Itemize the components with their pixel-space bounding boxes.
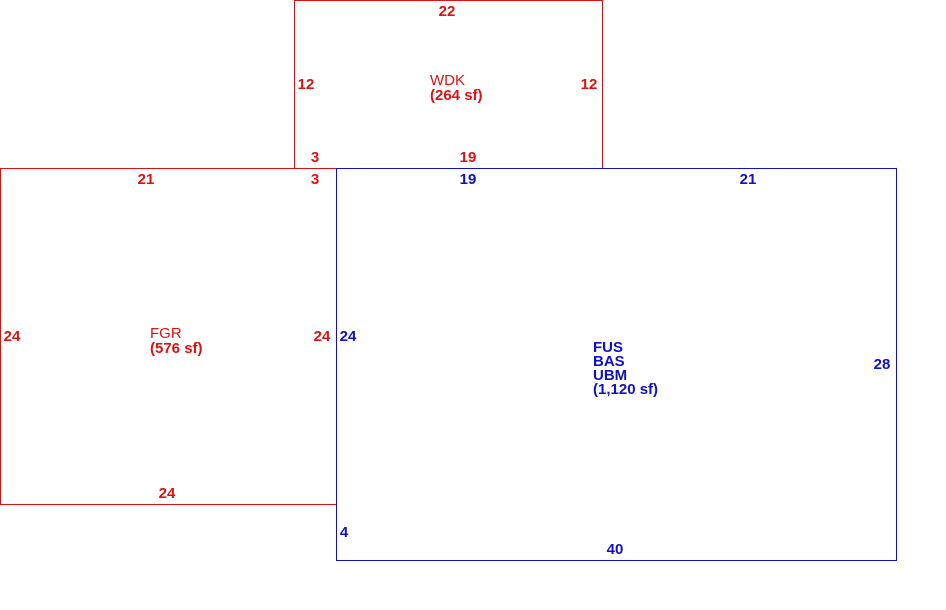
- main-area: (1,120 sf): [593, 381, 658, 398]
- wdk-bottom-dim: 19: [460, 149, 477, 166]
- wdk-area: (264 sf): [430, 87, 483, 104]
- main-right-dim: 28: [874, 356, 891, 373]
- fgr-area: (576 sf): [150, 340, 203, 357]
- wdk-left-dim: 12: [298, 76, 315, 93]
- main-code-1: FUS: [593, 339, 623, 356]
- main-code-3: UBM: [593, 367, 627, 384]
- wdk-bottom-left-dim: 3: [311, 149, 319, 166]
- wdk-name: WDK: [430, 72, 465, 89]
- main-bottom-left-dim: 4: [340, 524, 349, 541]
- fgr-left-dim: 24: [4, 328, 21, 345]
- main-outline: [336, 168, 897, 561]
- main-top-right-dim: 21: [740, 171, 757, 188]
- main-left-dim: 24: [340, 328, 357, 345]
- fgr-top-right-dim: 3: [311, 171, 319, 188]
- fgr-name: FGR: [150, 325, 182, 342]
- fgr-bottom-dim: 24: [159, 485, 176, 502]
- fgr-right-dim: 24: [314, 328, 331, 345]
- wdk-right-dim: 12: [581, 76, 598, 93]
- fgr-top-dim: 21: [138, 171, 155, 188]
- main-top-left-dim: 19: [460, 171, 477, 188]
- wdk-top-dim: 22: [439, 3, 456, 20]
- main-code-2: BAS: [593, 353, 625, 370]
- main-bottom-dim: 40: [607, 541, 624, 558]
